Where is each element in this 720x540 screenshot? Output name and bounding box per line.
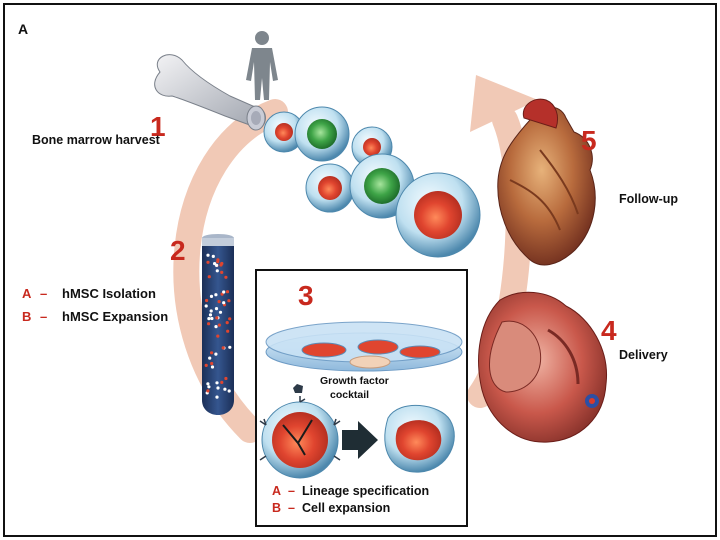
tube-cell-dot: [216, 260, 220, 264]
step-2-item-b-dash: –: [40, 309, 47, 324]
tube-cell-dot: [213, 262, 217, 266]
step-2-item-a: A – hMSC Isolation: [22, 286, 156, 301]
tube-cell-dot: [217, 323, 221, 327]
step-2-item-a-letter: A: [22, 286, 32, 301]
tube-cell-dot: [209, 294, 214, 298]
heart-follow-up-icon: [497, 98, 596, 266]
cell-red: [395, 172, 481, 258]
tube-cell-dot: [225, 321, 229, 325]
tube-cell-dot: [221, 346, 225, 350]
step-3-item-a: A – Lineage specification: [272, 484, 429, 498]
tube-cell-dot: [215, 395, 219, 399]
tube-cell-dot: [207, 275, 211, 279]
step-3-number: 3: [298, 280, 314, 311]
step-2-item-b: B – hMSC Expansion: [22, 309, 168, 324]
step-2-item-b-text: hMSC Expansion: [62, 309, 168, 324]
step-3-item-b: B – Cell expansion: [272, 501, 390, 515]
tube-cell-dot: [214, 307, 219, 311]
tube-cell-dot: [218, 310, 223, 314]
tube-cell-dot: [210, 365, 215, 369]
step-3-item-b-text: Cell expansion: [302, 501, 390, 515]
step-1-label: Bone marrow harvest: [32, 133, 161, 147]
tube-cell-dot: [215, 316, 219, 320]
tube-cell-dot: [223, 387, 227, 391]
tube-cell-dot: [208, 356, 212, 360]
step-5-label: Follow-up: [619, 192, 678, 206]
process-arrow-icon: [342, 421, 378, 459]
step-2-item-a-text: hMSC Isolation: [62, 286, 156, 301]
step-3-item-a-text: Lineage specification: [302, 484, 429, 498]
tube-cell-dot: [204, 304, 208, 308]
tube-cell-dot: [222, 301, 226, 305]
tube-cell-dot: [207, 385, 211, 389]
tube-cell-dot: [222, 290, 226, 294]
growth-factor-label-line1: Growth factor: [320, 375, 389, 387]
tube-cell-dot: [227, 299, 231, 303]
tube-cell-dot: [204, 363, 208, 367]
tube-cell-dot: [214, 293, 218, 297]
tube-cell-dot: [228, 317, 232, 321]
tube-cell-dot: [211, 254, 215, 258]
step-4-number: 4: [601, 315, 617, 346]
tube-cell-dot: [208, 313, 213, 317]
tube-cell-dot: [206, 260, 210, 264]
tube-cell-dot: [224, 275, 228, 279]
tube-cell-dot: [220, 380, 224, 384]
growth-factor-molecule-icon: [293, 384, 303, 393]
tube-cell-dot: [220, 270, 224, 274]
tube-cell-dot: [214, 352, 218, 356]
tube-cell-dot: [225, 290, 230, 294]
tube-cell-dot: [206, 389, 210, 393]
femur-bone-icon: [154, 54, 266, 131]
step-2-number: 2: [170, 235, 186, 266]
tube-cell-dot: [215, 381, 219, 385]
tube-cell-dot: [214, 325, 218, 329]
differentiated-cell: [384, 404, 455, 473]
step-1-number: 1: [150, 111, 166, 142]
step-2-item-b-letter: B: [22, 309, 31, 324]
tube-cell-dot: [210, 316, 214, 321]
tube-cell-dot: [224, 376, 228, 381]
cell-red: [305, 163, 355, 213]
human-silhouette-icon: [246, 31, 278, 100]
step-3-item-a-dash: –: [288, 484, 295, 498]
cell-with-receptors: [259, 396, 341, 479]
tube-cell-dot: [215, 269, 219, 273]
tube-cell-dot: [228, 345, 232, 349]
step-3-item-b-dash: –: [288, 501, 295, 515]
panel-label: A: [18, 21, 28, 37]
step-4-label: Delivery: [619, 348, 668, 362]
tube-cell-dot: [207, 317, 211, 321]
tube-cell-dot: [216, 334, 220, 338]
tube-cell-dot: [210, 351, 214, 355]
tube-cell-dot: [217, 300, 221, 304]
tube-cell-dot: [216, 386, 220, 390]
tube-cell-dot: [219, 263, 223, 267]
culture-dish: [265, 321, 463, 372]
tube-cell-dot: [206, 382, 210, 386]
harvested-cells: [263, 106, 481, 258]
tube-cell-dot: [205, 298, 209, 303]
tube-cell-dot: [227, 389, 231, 393]
step-5-number: 5: [581, 125, 597, 156]
tube-cell-dot: [206, 253, 210, 257]
heart-delivery-icon: [478, 291, 607, 443]
step-3-item-a-letter: A: [272, 484, 281, 498]
cell-red: [263, 111, 305, 153]
cell-green: [294, 106, 350, 162]
tube-cell-dot: [210, 361, 214, 366]
tube-cell-dot: [226, 329, 230, 333]
test-tube-icon: [202, 234, 234, 415]
tube-cell-dot: [209, 309, 213, 313]
step-3-panel: 3 Growth factor cocktail: [255, 269, 468, 527]
tube-cell-dot: [207, 322, 211, 326]
step-2-item-a-dash: –: [40, 286, 47, 301]
growth-factor-label-line2: cocktail: [330, 389, 369, 401]
step-3-item-b-letter: B: [272, 501, 281, 515]
